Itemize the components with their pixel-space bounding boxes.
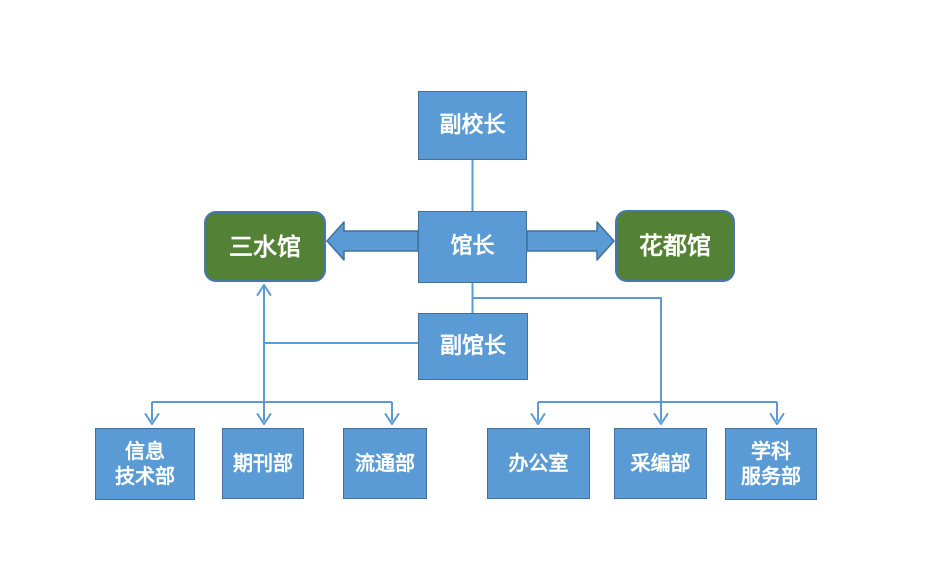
node-dept-circulation-label: 流通部 (355, 451, 415, 475)
node-dept-subject-service: 学科 服务部 (725, 428, 817, 500)
node-branch-huadu: 花都馆 (615, 210, 735, 282)
node-branch-sanshui-label: 三水馆 (229, 232, 301, 261)
node-dept-info-tech: 信息 技术部 (95, 428, 195, 500)
arrow-director-to-huadu (526, 221, 615, 261)
connector-left-departments-and-sanshui (144, 284, 418, 425)
node-dept-circulation: 流通部 (343, 428, 427, 499)
node-vice-principal-label: 副校长 (439, 112, 506, 138)
node-vice-principal: 副校长 (418, 91, 527, 160)
node-dept-office-label: 办公室 (508, 451, 569, 475)
connector-right-departments (472, 297, 785, 425)
node-deputy-director: 副馆长 (418, 313, 528, 380)
node-dept-subject-service-label: 学科 服务部 (741, 439, 801, 488)
node-branch-sanshui: 三水馆 (204, 211, 326, 282)
node-dept-periodicals-label: 期刊部 (233, 451, 293, 475)
node-dept-periodicals: 期刊部 (222, 428, 304, 499)
node-dept-info-tech-label: 信息 技术部 (115, 439, 175, 488)
arrow-director-to-sanshui (326, 221, 419, 261)
node-director: 馆长 (418, 211, 527, 283)
node-deputy-director-label: 副馆长 (439, 333, 506, 359)
node-director-label: 馆长 (450, 234, 495, 260)
node-dept-acquisition-label: 采编部 (630, 451, 691, 475)
node-dept-acquisition: 采编部 (614, 428, 707, 499)
node-dept-office: 办公室 (487, 428, 590, 499)
node-branch-huadu-label: 花都馆 (639, 232, 711, 260)
